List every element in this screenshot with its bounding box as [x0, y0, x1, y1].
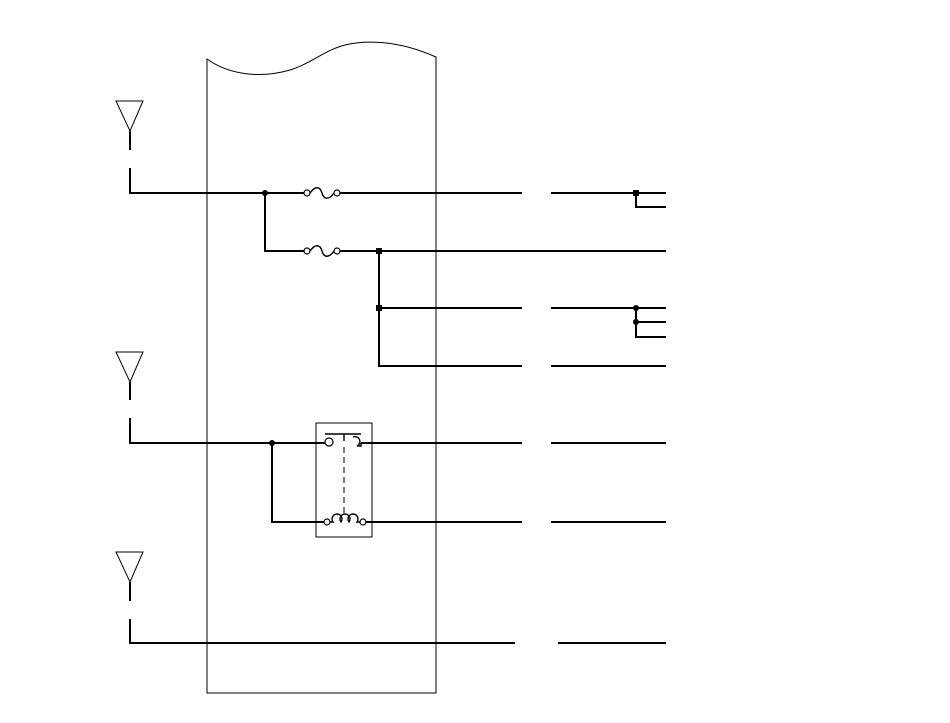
junction-dot	[376, 305, 382, 311]
junction-dot	[269, 440, 275, 446]
component-block-outline	[206, 41, 437, 694]
terminal-triangle-icon	[115, 551, 144, 584]
terminal-symbol-1	[115, 100, 144, 150]
relay-contact-terminal	[324, 437, 334, 447]
wire-relay-coil-in	[271, 443, 327, 523]
fuse-terminal	[303, 189, 311, 197]
relay	[315, 422, 373, 538]
circuit-1	[129, 168, 666, 367]
fuse-2	[303, 245, 341, 257]
wire-feed-1	[129, 168, 305, 194]
relay-outline	[315, 422, 373, 538]
relay-contact-terminal	[352, 435, 362, 447]
relay-coil-terminal	[359, 518, 367, 526]
relay-coil-icon	[323, 513, 367, 526]
wire-bus-vertical	[378, 251, 522, 367]
fuse-1	[303, 187, 341, 199]
junction-dot	[376, 248, 382, 254]
junction-dot	[633, 190, 639, 196]
relay-coil-terminal	[323, 518, 331, 526]
terminal-symbol-3	[115, 551, 144, 601]
relay-contact-icon	[324, 433, 362, 447]
wire-row-1-branch	[635, 193, 666, 208]
wire-branch-down	[264, 193, 305, 252]
terminal-triangle-icon	[115, 351, 144, 384]
relay-coil	[327, 513, 362, 524]
circuit-2	[129, 418, 666, 538]
terminal-triangle-icon	[115, 100, 144, 133]
wire-row-3-branch	[635, 308, 666, 338]
fuse-terminal	[333, 247, 341, 255]
junction-dot	[633, 305, 639, 311]
junction-dot	[633, 319, 639, 325]
fuse-terminal	[303, 247, 311, 255]
fuse-terminal	[333, 189, 341, 197]
wire-feed-3	[129, 619, 515, 644]
terminal-symbol-2	[115, 351, 144, 400]
wire-feed-2	[129, 418, 325, 444]
circuit-3	[129, 619, 666, 644]
fuse-icon	[309, 187, 335, 199]
fuse-icon	[309, 245, 335, 257]
junction-dot	[262, 190, 268, 196]
